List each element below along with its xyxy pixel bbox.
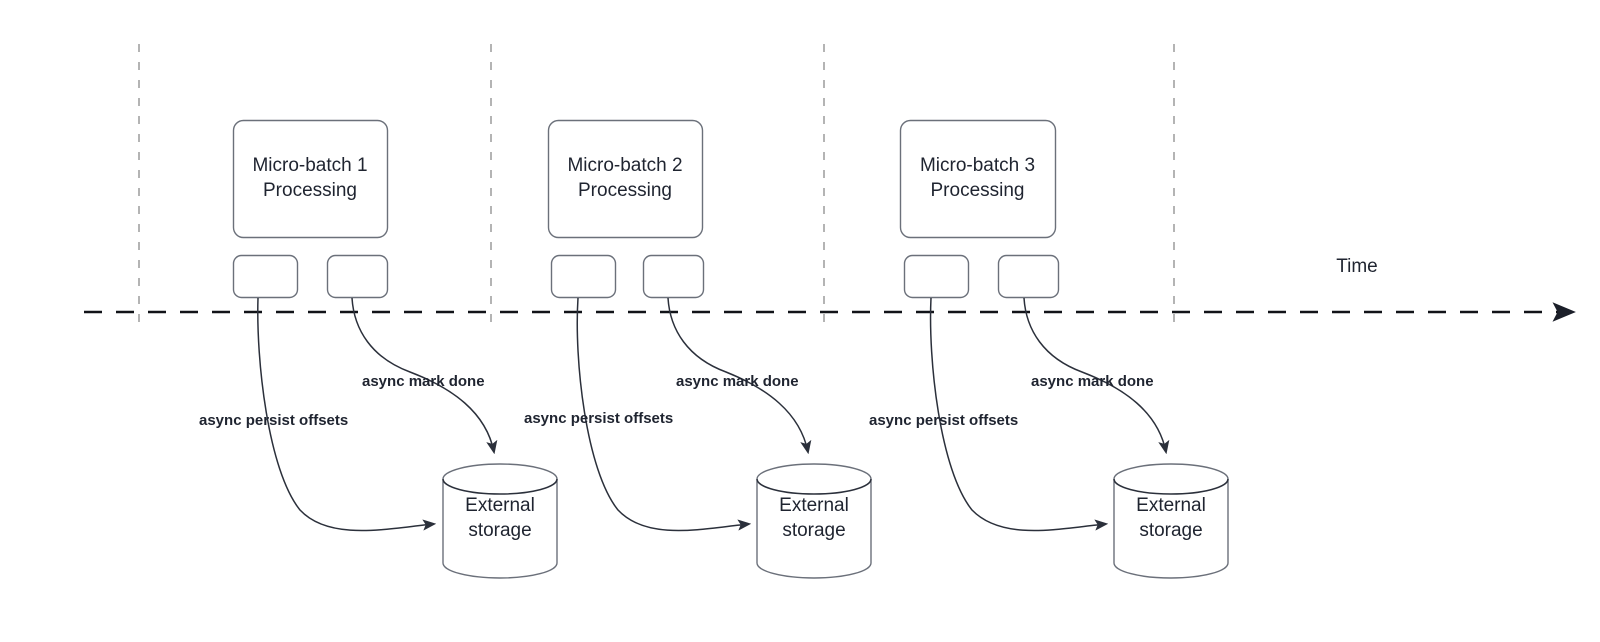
external-storage-body-2[interactable] <box>756 463 872 579</box>
external-storage-top-3 <box>1113 478 1229 495</box>
external-storage-top-2 <box>756 478 872 495</box>
mark-done-edge-3 <box>1023 297 1170 455</box>
persist-offsets-task-box-3[interactable] <box>903 254 970 299</box>
mark-done-task-box-2[interactable] <box>642 254 705 299</box>
external-storage-body-1[interactable] <box>442 463 558 579</box>
micro-batch-box-2[interactable] <box>547 119 704 239</box>
mark-done-edge-2 <box>667 297 812 455</box>
external-storage-body-3[interactable] <box>1113 463 1229 579</box>
persist-offsets-edge-1 <box>257 297 437 532</box>
mark-done-edge-1 <box>351 297 498 455</box>
edges-layer <box>257 297 1170 532</box>
mark-done-task-box-1[interactable] <box>326 254 389 299</box>
external-storage-top-1 <box>442 478 558 495</box>
batch-boundaries-layer <box>138 44 1175 330</box>
mark-done-task-box-3[interactable] <box>997 254 1060 299</box>
shapes-layer <box>232 119 1229 579</box>
persist-offsets-task-box-2[interactable] <box>550 254 617 299</box>
persist-offsets-edge-3 <box>929 297 1109 532</box>
persist-offsets-edge-2 <box>576 297 752 532</box>
micro-batch-box-1[interactable] <box>232 119 389 239</box>
persist-offsets-task-box-1[interactable] <box>232 254 299 299</box>
micro-batch-box-3[interactable] <box>899 119 1057 239</box>
